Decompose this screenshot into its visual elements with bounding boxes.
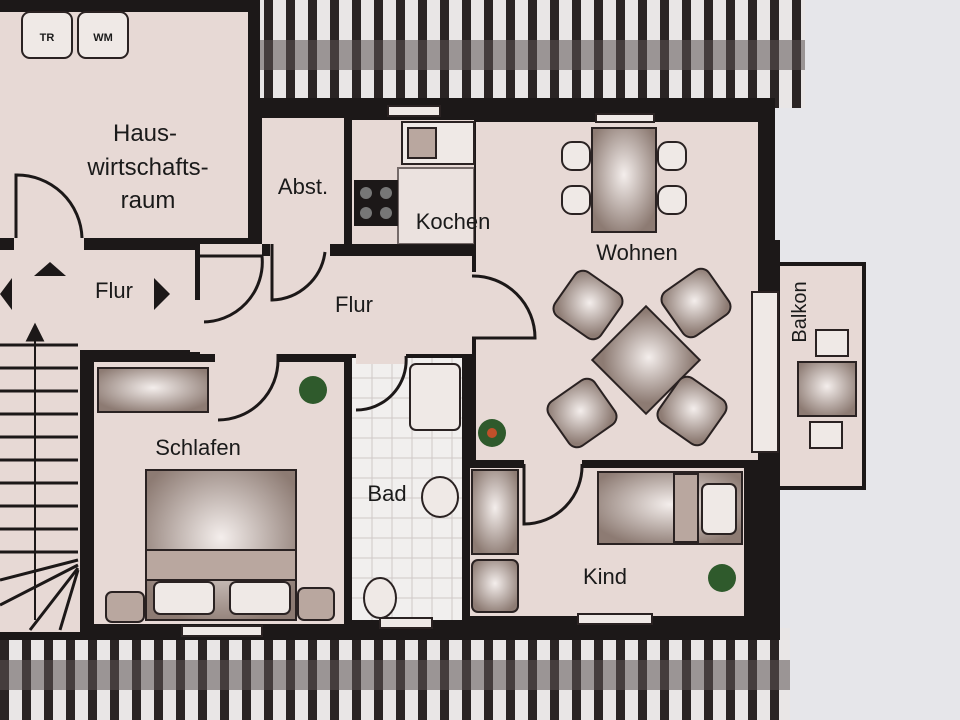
balcony-door (751, 291, 779, 453)
armchairs (546, 267, 732, 449)
washer (77, 11, 129, 59)
roof-hatch-bottom (0, 628, 790, 720)
dresser (97, 367, 209, 413)
label-hall-center: Flur (335, 292, 373, 317)
label-child: Kind (583, 564, 627, 589)
room-storage (262, 118, 344, 244)
chair (471, 559, 519, 613)
nightstand (297, 587, 335, 621)
label-living: Wohnen (596, 240, 678, 265)
label-bedroom: Schlafen (155, 435, 241, 460)
label-storage: Abst. (278, 174, 328, 199)
window (577, 613, 653, 625)
stove (354, 180, 398, 226)
toilet (363, 577, 397, 619)
balcony-chair (809, 421, 843, 449)
balcony-table (797, 361, 857, 417)
label-washer: WM (93, 32, 113, 44)
coffee-table (590, 304, 702, 416)
label-balcony: Balkon (789, 281, 811, 342)
dining-table (591, 127, 657, 233)
window (387, 105, 441, 117)
chairs (561, 141, 687, 215)
plant-icon (708, 564, 736, 592)
balcony-chair (815, 329, 849, 357)
label-utility-2: wirtschafts- (86, 154, 208, 181)
dryer (21, 11, 73, 59)
label-utility-1: Haus- (113, 120, 177, 147)
label-kitchen: Kochen (416, 209, 491, 234)
wardrobe (471, 469, 519, 555)
nightstand (105, 591, 145, 623)
window (181, 625, 263, 637)
arrow-up-icon (34, 262, 66, 276)
bath-tiles (352, 358, 462, 620)
arrow-left-icon (0, 278, 12, 310)
arrow-right-icon (154, 278, 170, 310)
shower (409, 363, 461, 431)
doors (14, 173, 584, 526)
label-dryer: TR (40, 32, 55, 44)
washbasin (421, 476, 459, 518)
stairs (0, 322, 80, 631)
plant-icon (299, 376, 327, 404)
label-hall-left: Flur (95, 278, 133, 303)
label-utility-3: raum (121, 187, 176, 214)
window (379, 617, 433, 629)
window (595, 113, 655, 123)
label-bath: Bad (367, 481, 406, 506)
